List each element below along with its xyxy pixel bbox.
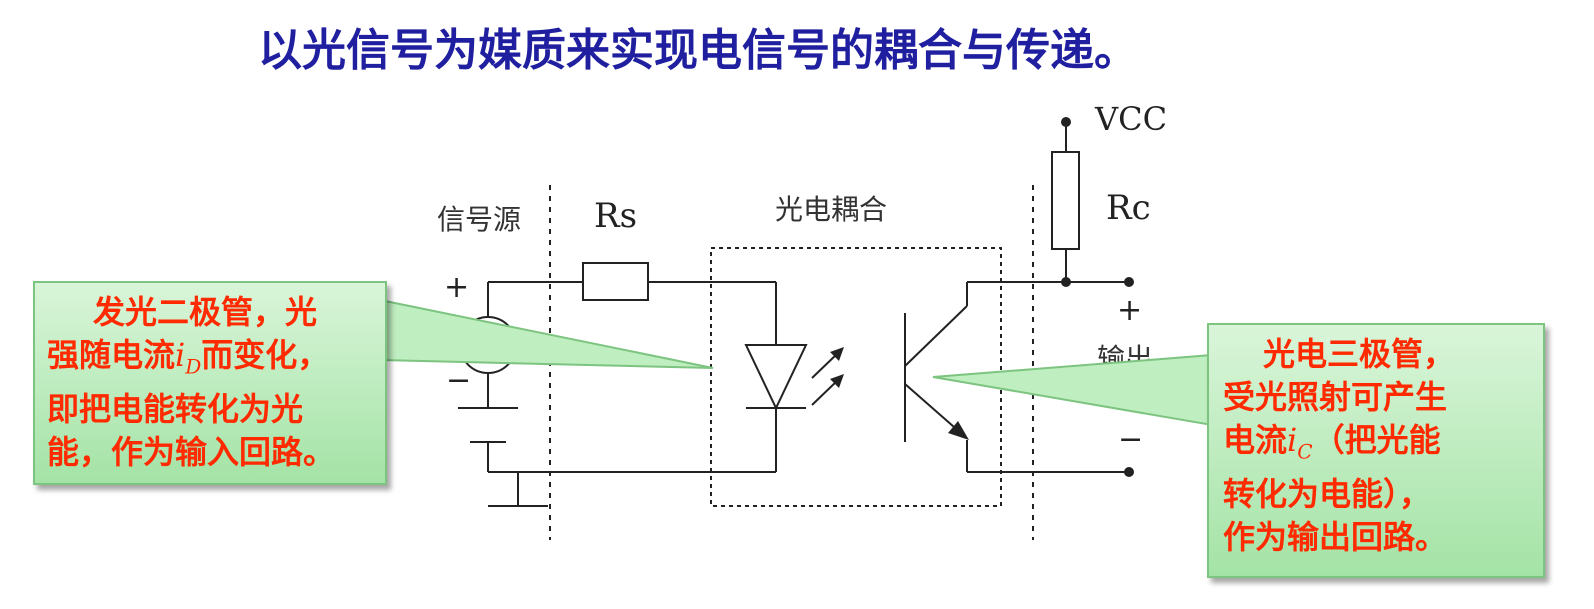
right-callout-pointer	[932, 353, 1213, 427]
minus-right-sign: −	[1118, 422, 1144, 457]
plus-right-sign: +	[1117, 293, 1143, 328]
light-arrow-head-2	[830, 374, 844, 388]
transistor-emitter	[904, 383, 963, 435]
transistor-collector	[904, 305, 968, 367]
vcc-node	[1061, 117, 1071, 127]
callout-right-line4: 转化为电能），	[1223, 475, 1432, 514]
callout-left-line4: 能，作为输入回路。	[47, 433, 336, 472]
callout-right-line2: 受光照射可产生	[1223, 378, 1448, 416]
rc-label: Rc	[1106, 188, 1151, 228]
left-callout-pointer	[379, 298, 714, 369]
callout-phototransistor-description: 光电三极管， 受光照射可产生 电流iC（把光能 转化为电能）， 作为输出回路。	[1207, 323, 1545, 578]
rs-label: Rs	[594, 196, 638, 236]
minus-left-sign: −	[446, 363, 472, 398]
junction-node	[1061, 277, 1071, 287]
callout-right-line5: 作为输出回路。	[1223, 518, 1448, 557]
led-diode	[744, 344, 808, 411]
callout-left-line1: 发光二极管，光	[93, 293, 318, 331]
output-plus-node	[1124, 277, 1134, 287]
light-arrow-head-1	[830, 347, 844, 361]
light-arrow-2	[811, 379, 839, 406]
output-minus-node	[1124, 467, 1134, 477]
emitter-arrow-head	[948, 421, 969, 440]
plus-left-sign: +	[444, 270, 470, 305]
light-arrow-1	[811, 352, 839, 379]
callout-left-line3: 即把电能转化为光	[47, 390, 304, 429]
callout-led-description: 发光二极管，光 强随电流iD而变化， 即把电能转化为光 能，作为输入回路。	[33, 281, 387, 485]
callout-right-line3: 电流iC（把光能	[1223, 421, 1441, 464]
vcc-label: VCC	[1095, 100, 1168, 138]
optocoupler-label: 光电耦合	[775, 193, 888, 226]
callout-left-line2: 强随电流iD而变化，	[47, 336, 330, 379]
page-title: 以光信号为媒质来实现电信号的耦合与传递。	[258, 25, 1138, 76]
callout-right-line1: 光电三极管，	[1263, 335, 1456, 373]
signal-source-label: 信号源	[437, 203, 522, 236]
